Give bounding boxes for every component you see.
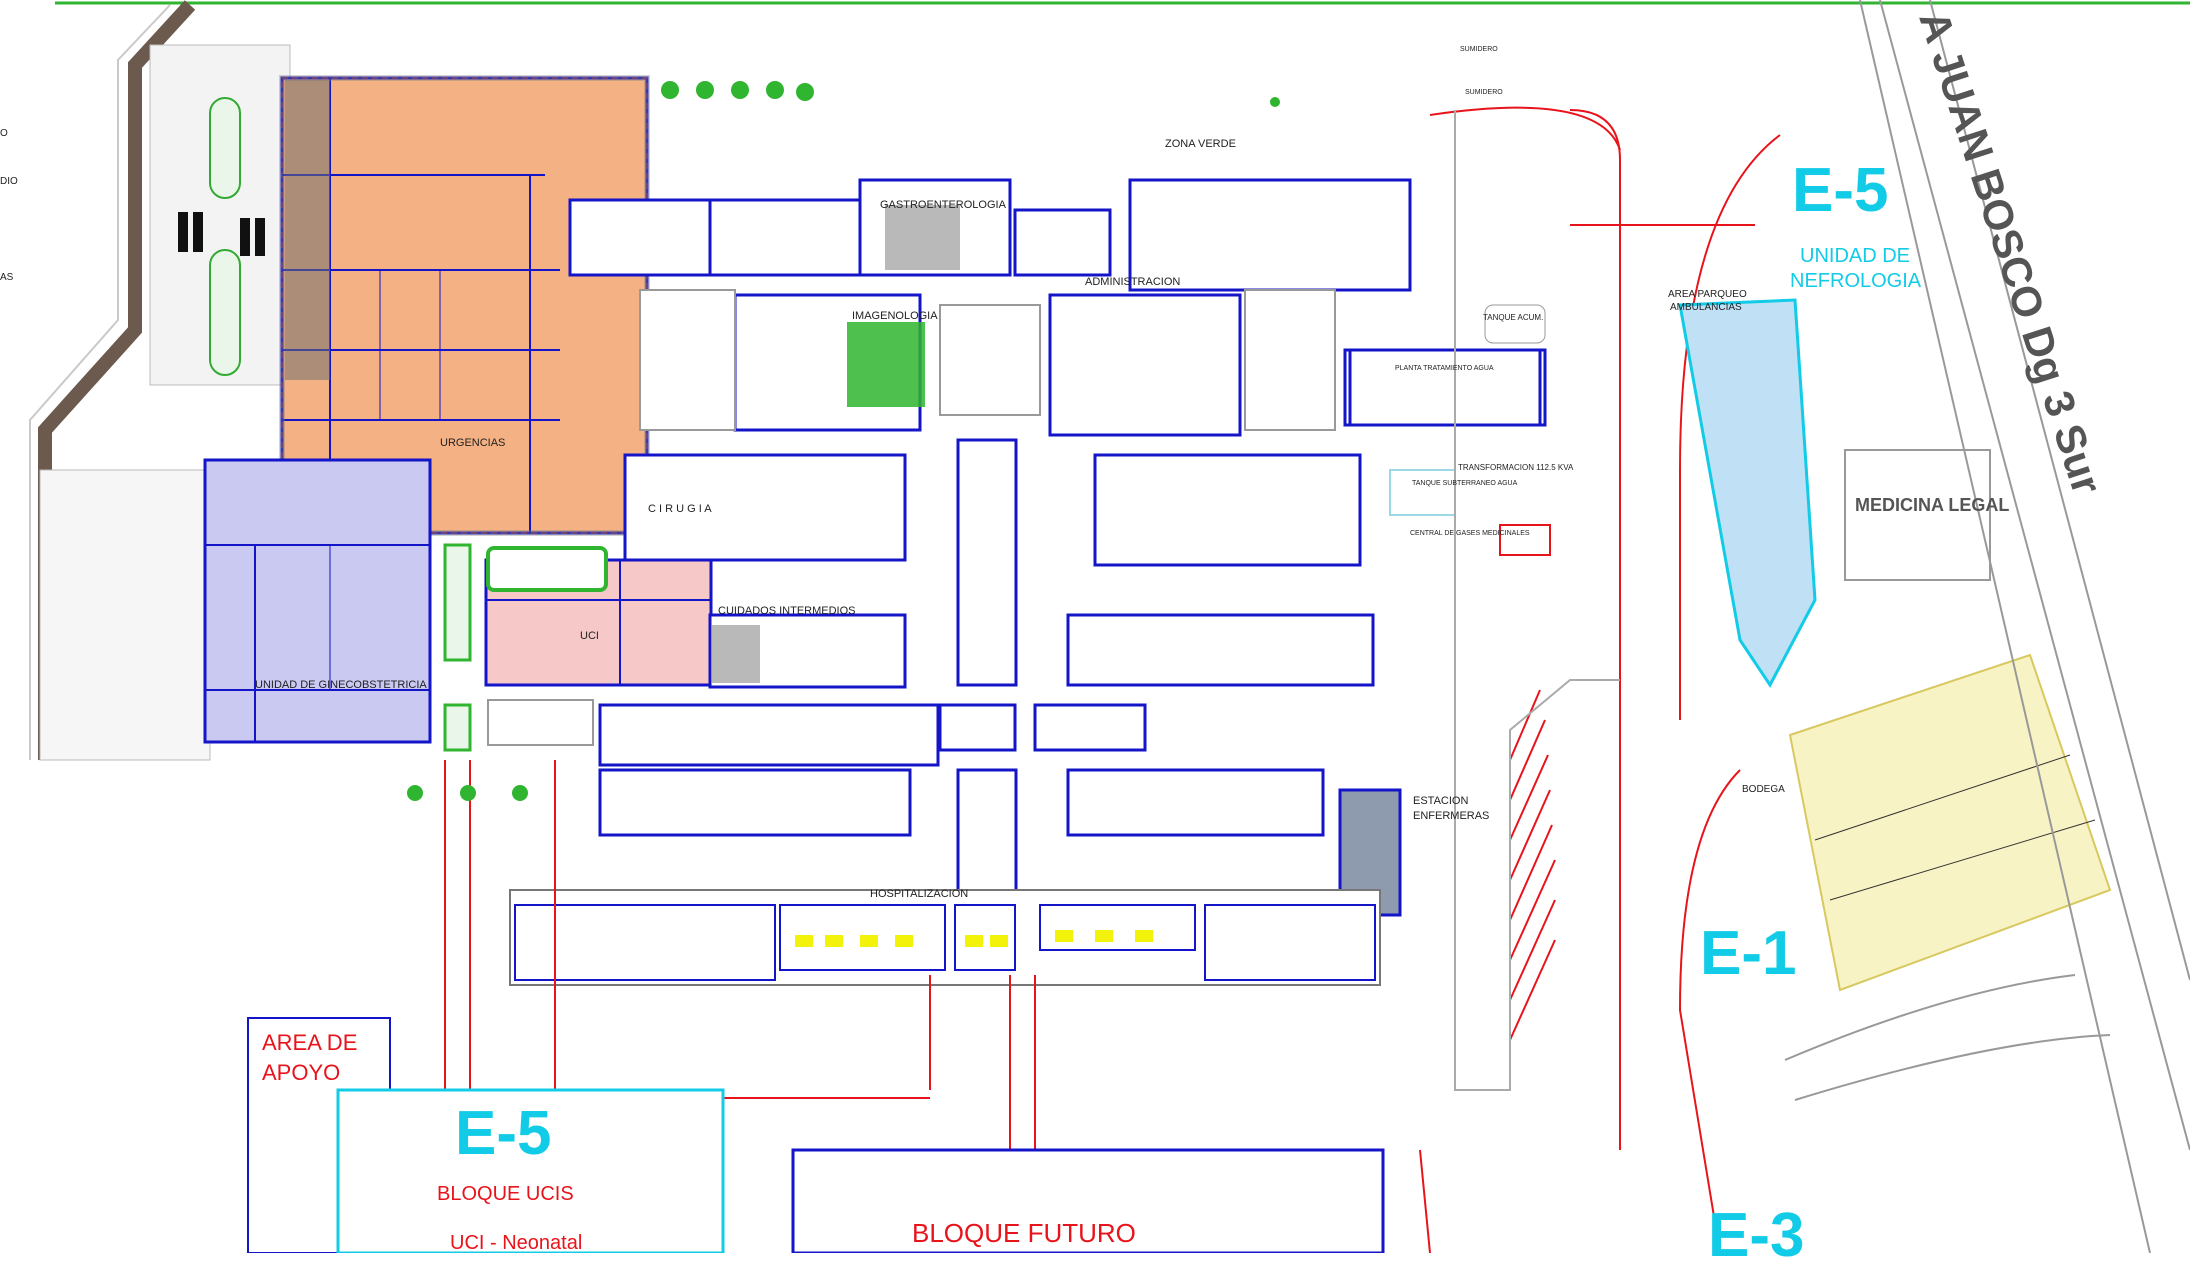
label-transformacion: TRANSFORMACION 112.5 KVA xyxy=(1458,463,1574,472)
garden-strip-1 xyxy=(443,543,472,662)
urgencias-service-strip xyxy=(285,80,330,380)
label-area-parqueo: AREA PARQUEO xyxy=(1668,289,1747,300)
label-administracion: ADMINISTRACION xyxy=(1085,276,1181,288)
label-e5-right: E-5 xyxy=(1792,156,1889,225)
hospitalizacion-yellow-rooms xyxy=(795,930,1153,947)
label-tanque-agua: TANQUE SUBTERRANEO AGUA xyxy=(1412,480,1518,487)
trees xyxy=(407,81,1280,801)
label-ginecobstetricia: UNIDAD DE GINECOBSTETRICIA xyxy=(255,679,427,691)
label-e3: E-3 xyxy=(1708,1201,1805,1270)
label-zona-verde: ZONA VERDE xyxy=(1165,138,1236,150)
cuidados-block xyxy=(708,613,907,689)
bloque-ucis-box xyxy=(336,1088,725,1253)
label-central-gases: CENTRAL DE GASES MEDICINALES xyxy=(1410,530,1530,537)
label-left-edge-1: O xyxy=(0,128,8,139)
street-lines xyxy=(1784,0,2190,1253)
label-medicina-legal: MEDICINA LEGAL xyxy=(1855,495,2010,515)
planta-tratamiento xyxy=(1348,348,1547,427)
label-bloque-futuro: BLOQUE FUTURO xyxy=(912,1218,1136,1248)
label-gastroenterologia: GASTROENTEROLOGIA xyxy=(880,199,1006,211)
ambulance-parking xyxy=(1678,298,1817,688)
label-planta-tratamiento: PLANTA TRATAMIENTO AGUA xyxy=(1395,365,1494,372)
label-enfermeras: ENFERMERAS xyxy=(1413,810,1490,822)
garden-strip-2 xyxy=(443,703,472,752)
imagenologia-green xyxy=(847,322,925,407)
bloque-futuro-box xyxy=(791,1148,1385,1253)
utility-lines xyxy=(440,106,1781,1253)
label-area-apoyo-2: APOYO xyxy=(262,1060,341,1085)
tanque-agua-box xyxy=(1389,469,1456,516)
label-bodega: BODEGA xyxy=(1742,784,1785,795)
label-area-apoyo-1: AREA DE xyxy=(262,1030,358,1055)
parking-islands xyxy=(209,97,241,376)
label-left-edge-3: AS xyxy=(0,272,14,283)
hospitalizacion-block xyxy=(509,889,1381,986)
e1-building xyxy=(1788,653,2112,992)
label-estacion: ESTACION xyxy=(1413,795,1469,807)
crosswalks xyxy=(178,212,265,256)
label-imagenologia: IMAGENOLOGIA xyxy=(852,310,938,322)
gastro-dark xyxy=(885,205,960,270)
gineco-block xyxy=(203,458,432,744)
label-urgencias: URGENCIAS xyxy=(440,437,506,449)
label-ambulancias: AMBULANCIAS xyxy=(1670,302,1742,313)
label-unidad-de: UNIDAD DE xyxy=(1800,245,1911,267)
label-e5-bottom: E-5 xyxy=(455,1099,552,1168)
garden-uci xyxy=(486,546,608,592)
label-bloque-ucis: BLOQUE UCIS xyxy=(437,1183,574,1205)
label-tanque-acum: TANQUE ACUM. xyxy=(1483,313,1544,322)
label-cirugia: C I R U G I A xyxy=(648,503,712,515)
label-sumidero-1: SUMIDERO xyxy=(1460,46,1498,53)
label-left-edge-2: DIO xyxy=(0,176,18,187)
label-cuidados-intermedios: CUIDADOS INTERMEDIOS xyxy=(718,605,856,617)
label-uci-neonatal: UCI - Neonatal xyxy=(450,1232,583,1254)
label-hospitalizacion: HOSPITALIZACION xyxy=(870,888,969,900)
courtyards xyxy=(487,289,1336,746)
label-e1: E-1 xyxy=(1700,919,1797,988)
red-hatch xyxy=(1509,689,1556,1041)
site-boundary xyxy=(1454,110,1620,1091)
label-sumidero-2: SUMIDERO xyxy=(1465,89,1503,96)
access-road xyxy=(29,0,291,761)
medicina-legal-building xyxy=(1844,449,1991,581)
label-nefrologia: NEFROLOGIA xyxy=(1790,270,1922,292)
tanque-acum-box xyxy=(1484,304,1546,344)
central-gases-box xyxy=(1499,524,1551,556)
urgencias-block xyxy=(279,75,650,536)
label-uci: UCI xyxy=(580,630,599,642)
